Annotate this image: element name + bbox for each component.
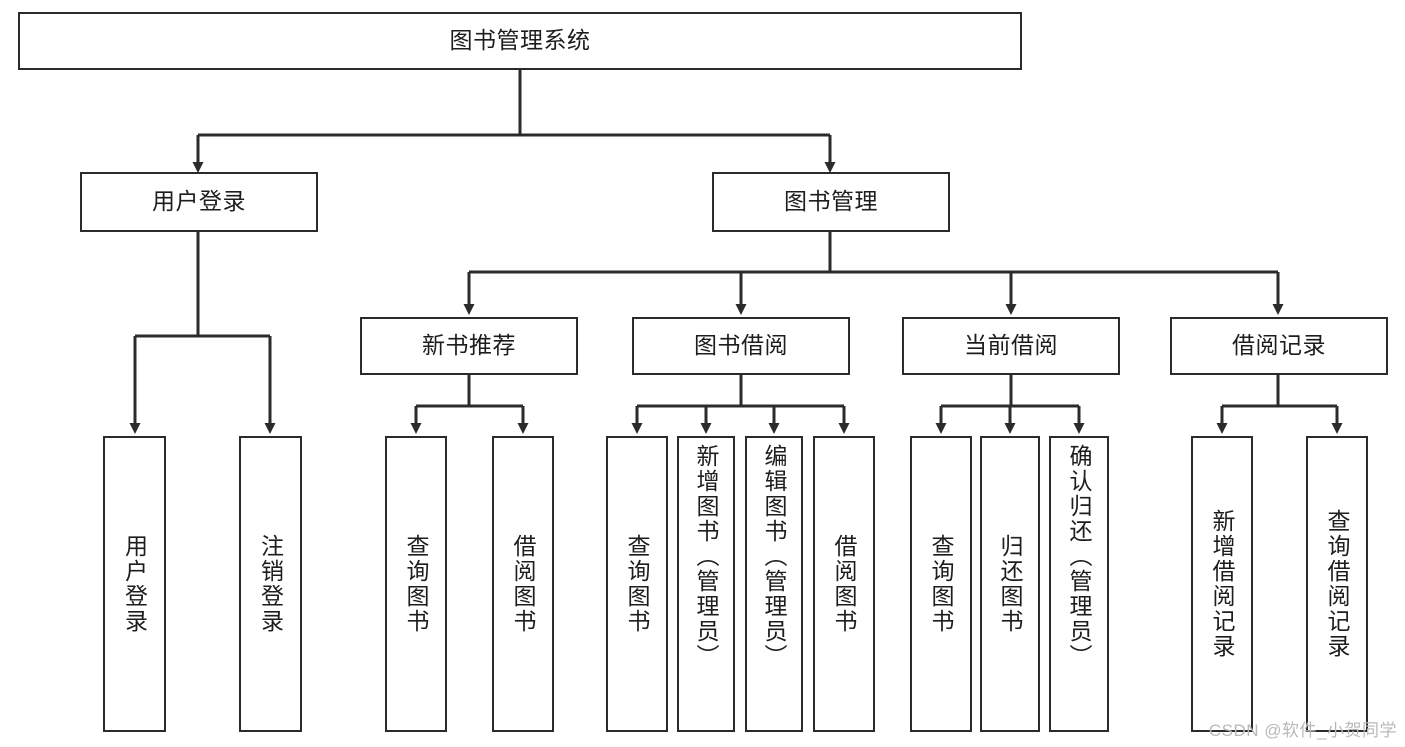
leaf-edit-book[interactable]: 编辑图书（管理员）: [745, 436, 803, 732]
leaf-add-book[interactable]: 新增图书（管理员）: [677, 436, 735, 732]
leaf-query-record-label: 查询借阅记录: [1324, 509, 1351, 659]
node-current-borrow[interactable]: 当前借阅: [902, 317, 1120, 375]
leaf-query-book-2-label: 查询图书: [624, 534, 651, 634]
node-borrow-record-label: 借阅记录: [1232, 332, 1326, 359]
node-user-login-label: 用户登录: [152, 188, 246, 215]
node-current-borrow-label: 当前借阅: [964, 332, 1058, 359]
leaf-borrow-book-1-label: 借阅图书: [510, 534, 537, 634]
leaf-return-book[interactable]: 归还图书: [980, 436, 1040, 732]
leaf-user-logout-label: 注销登录: [257, 534, 284, 634]
node-new-book-recommend-label: 新书推荐: [422, 332, 516, 359]
node-book-management-label: 图书管理: [784, 188, 878, 215]
leaf-user-logout[interactable]: 注销登录: [239, 436, 302, 732]
node-book-management[interactable]: 图书管理: [712, 172, 950, 232]
node-user-login[interactable]: 用户登录: [80, 172, 318, 232]
leaf-borrow-book-1[interactable]: 借阅图书: [492, 436, 554, 732]
leaf-confirm-return-label: 确认归还（管理员）: [1066, 444, 1093, 669]
leaf-user-login[interactable]: 用户登录: [103, 436, 166, 732]
node-book-borrow[interactable]: 图书借阅: [632, 317, 850, 375]
leaf-confirm-return[interactable]: 确认归还（管理员）: [1049, 436, 1109, 732]
leaf-user-login-label: 用户登录: [121, 534, 148, 634]
node-root[interactable]: 图书管理系统: [18, 12, 1022, 70]
node-root-label: 图书管理系统: [449, 27, 591, 54]
leaf-add-record[interactable]: 新增借阅记录: [1191, 436, 1253, 732]
node-new-book-recommend[interactable]: 新书推荐: [360, 317, 578, 375]
node-book-borrow-label: 图书借阅: [694, 332, 788, 359]
leaf-query-book-2[interactable]: 查询图书: [606, 436, 668, 732]
leaf-borrow-book-2[interactable]: 借阅图书: [813, 436, 875, 732]
leaf-query-book-1-label: 查询图书: [403, 534, 430, 634]
leaf-query-record[interactable]: 查询借阅记录: [1306, 436, 1368, 732]
leaf-return-book-label: 归还图书: [997, 534, 1024, 634]
node-borrow-record[interactable]: 借阅记录: [1170, 317, 1388, 375]
leaf-add-book-label: 新增图书（管理员）: [693, 444, 720, 669]
leaf-borrow-book-2-label: 借阅图书: [831, 534, 858, 634]
leaf-query-book-3-label: 查询图书: [928, 534, 955, 634]
leaf-query-book-3[interactable]: 查询图书: [910, 436, 972, 732]
leaf-query-book-1[interactable]: 查询图书: [385, 436, 447, 732]
leaf-add-record-label: 新增借阅记录: [1209, 509, 1236, 659]
leaf-edit-book-label: 编辑图书（管理员）: [761, 444, 788, 669]
